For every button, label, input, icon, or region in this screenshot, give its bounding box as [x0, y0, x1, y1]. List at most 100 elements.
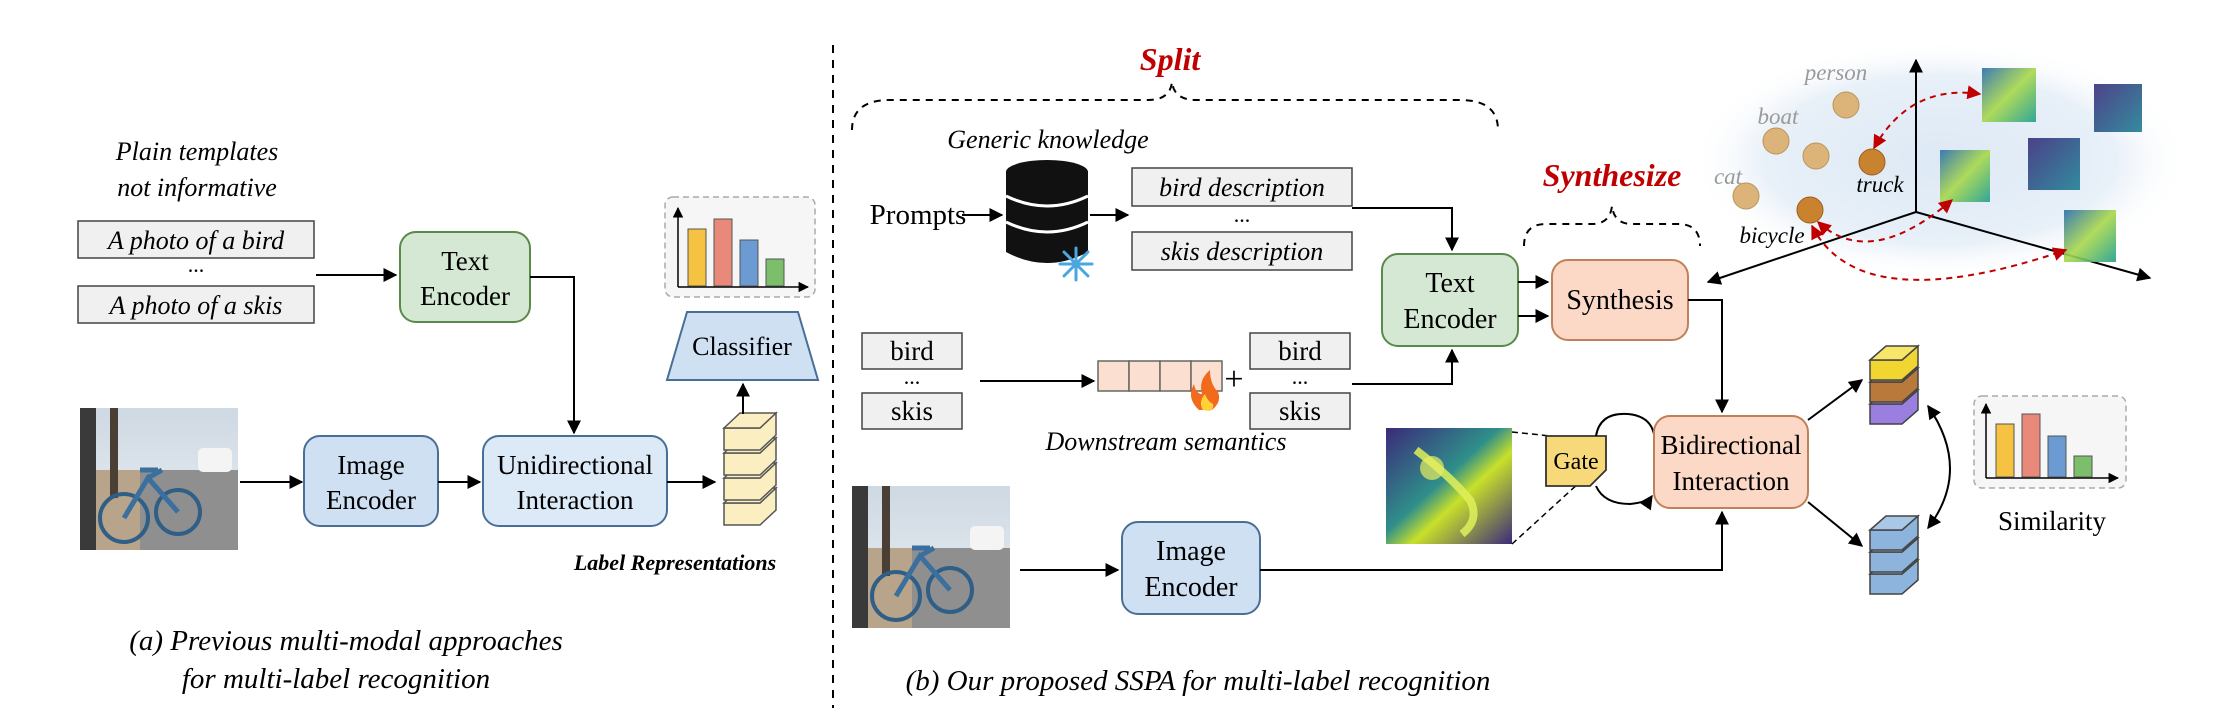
sim-bar-red	[2021, 413, 2041, 478]
template-bird-text: A photo of a bird	[106, 226, 285, 255]
unidirectional-label-2: Interaction	[517, 485, 634, 515]
right-label-representation-stack	[1868, 344, 1920, 425]
caption-a-line-2: for multi-label recognition	[182, 663, 490, 695]
point-person	[1832, 91, 1860, 119]
label-dots: ...	[904, 364, 921, 389]
label-box-bird-2	[1249, 332, 1351, 370]
downstream-semantics-label: Downstream semantics	[1045, 427, 1287, 456]
fire-icon	[1190, 370, 1220, 411]
right-text-encoder-label-2: Encoder	[1403, 304, 1497, 335]
point-mid	[1802, 142, 1830, 170]
label-box-skis-2	[1249, 392, 1351, 430]
bird-description-text: bird description	[1159, 173, 1325, 202]
template-box-skis	[77, 285, 315, 324]
embedding-label-boat: boat	[1758, 104, 1800, 129]
match-arrow-truck	[1873, 85, 1982, 150]
point-truck	[1858, 148, 1886, 176]
label-bird-text: bird	[890, 336, 934, 366]
left-text-encoder-label-1: Text	[441, 246, 489, 276]
point-bicycle	[1796, 196, 1824, 224]
right-image-encoder	[1121, 521, 1261, 615]
description-dots: ...	[1234, 202, 1251, 227]
label-box-bird	[861, 332, 963, 370]
label-dots-2: ...	[1292, 364, 1309, 389]
label-skis-text-2: skis	[1279, 396, 1321, 426]
bird-description-box	[1131, 167, 1353, 207]
bidirectional-label-1: Bidirectional	[1661, 430, 1802, 460]
embedding-label-truck: truck	[1856, 172, 1904, 197]
arrow-bidirectional-to-label-stack	[1807, 379, 1864, 421]
left-label-representation-stack	[722, 411, 778, 526]
point-boat	[1762, 127, 1790, 155]
gate-loop-arrow-2	[1595, 485, 1653, 511]
caption-b: (b) Our proposed SSPA for multi-label re…	[906, 665, 1491, 697]
left-bar-yellow	[687, 228, 707, 287]
embedding-label-cat: cat	[1714, 164, 1743, 189]
arrow-image-encoder-to-bidirectional	[1260, 510, 1729, 571]
arrow-text-encoder-to-uni	[530, 276, 581, 435]
sim-bar-yellow	[1995, 423, 2015, 478]
label-box-skis	[861, 392, 963, 430]
embedding-label-person: person	[1803, 60, 1868, 85]
label-skis-text: skis	[891, 396, 933, 426]
attention-heatmap-image	[1386, 428, 1512, 544]
gate-label: Gate	[1553, 449, 1598, 475]
similarity-label: Similarity	[1998, 506, 2107, 536]
label-representations-caption: Label Representations	[573, 550, 776, 575]
bidirectional-interaction-box	[1653, 415, 1809, 509]
left-image-encoder-label-1: Image	[337, 450, 404, 480]
synthesize-brace	[1523, 205, 1701, 247]
template-skis-text: A photo of a skis	[108, 291, 283, 320]
bidirectional-label-2: Interaction	[1673, 466, 1790, 496]
left-bar-green	[765, 258, 785, 287]
feature-patch-4	[2028, 138, 2080, 190]
split-title: Split	[1140, 41, 1202, 77]
classifier-label: Classifier	[692, 332, 792, 361]
right-visual-representation-stack	[1868, 514, 1920, 595]
point-cat	[1732, 182, 1760, 210]
template-box-bird	[77, 220, 315, 259]
plain-templates-note: Plain templates	[115, 137, 278, 166]
arrow-bidirectional-to-visual-stack	[1807, 501, 1864, 547]
arrow-synthesis-to-bidirectional	[1688, 299, 1729, 414]
unidirectional-label-1: Unidirectional	[497, 450, 653, 480]
right-text-encoder	[1381, 253, 1519, 347]
label-bird-text-2: bird	[1278, 336, 1322, 366]
left-text-encoder-label-2: Encoder	[420, 281, 510, 311]
feature-patch-5	[2064, 210, 2116, 262]
classifier-trapezoid	[665, 311, 820, 381]
skis-description-box	[1131, 231, 1353, 271]
sim-bar-green	[2073, 455, 2093, 478]
generic-knowledge-label: Generic knowledge	[947, 125, 1148, 154]
match-arrow-bicycle-2	[1811, 224, 2068, 281]
left-bar-red	[713, 218, 733, 287]
synthesize-title: Synthesize	[1543, 157, 1682, 193]
feature-patch-1	[1982, 68, 2036, 122]
template-dots: ...	[188, 252, 205, 277]
left-score-chart	[664, 196, 816, 298]
right-text-encoder-label-1: Text	[1425, 268, 1475, 299]
similarity-double-arrow	[1927, 404, 1951, 530]
gate-loop-arrow	[1595, 412, 1655, 437]
left-bicycle-photo	[80, 408, 238, 550]
arrow-semantics-to-text-encoder	[1352, 348, 1459, 385]
similarity-chart	[1973, 395, 2127, 489]
heatmap-guide-bottom	[1511, 481, 1581, 545]
right-bicycle-photo	[852, 486, 1010, 628]
caption-a-line-1: (a) Previous multi-modal approaches	[129, 625, 563, 657]
snowflake-icon	[1058, 246, 1094, 282]
split-brace	[851, 81, 1499, 131]
plus-sign: +	[1224, 361, 1243, 398]
skis-description-text: skis description	[1161, 237, 1324, 266]
feature-patch-2	[2094, 84, 2142, 132]
left-image-encoder-label-2: Encoder	[326, 485, 416, 515]
arrow-descriptions-to-text-encoder	[1352, 207, 1459, 252]
right-image-encoder-label-2: Encoder	[1144, 572, 1238, 603]
right-image-encoder-label-1: Image	[1156, 536, 1226, 567]
database-icon	[1005, 160, 1089, 263]
embedding-label-bicycle: bicycle	[1739, 223, 1804, 248]
synthesis-label: Synthesis	[1566, 285, 1673, 316]
left-bar-blue	[739, 239, 759, 287]
plain-templates-note-2: not informative	[117, 173, 277, 202]
